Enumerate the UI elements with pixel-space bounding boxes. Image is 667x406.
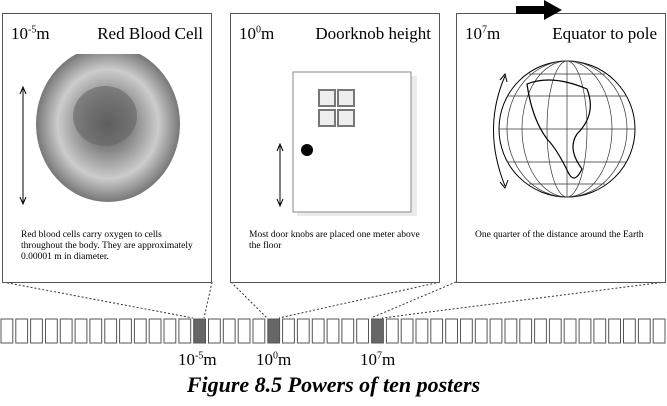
connector-line: [203, 281, 213, 319]
poster-scale: 100m: [239, 24, 275, 43]
strip-label: 10-5m: [178, 350, 217, 369]
strip-poster: [74, 318, 88, 344]
strip-poster: [356, 318, 370, 344]
poster-strip: [0, 318, 666, 344]
strip-poster: [400, 318, 414, 344]
poster-scale: 10-5m: [11, 24, 50, 43]
strip-poster: [296, 318, 310, 344]
strip-poster: [652, 318, 666, 344]
connector-lines: [2, 281, 666, 319]
strip-poster-highlighted: [267, 318, 281, 344]
connector-line: [370, 281, 457, 319]
strip-poster: [460, 318, 473, 344]
strip-poster: [489, 318, 503, 344]
strip-poster: [119, 318, 132, 344]
strip-poster: [178, 318, 192, 344]
strip-poster: [104, 318, 118, 344]
poster-title: Doorknob height: [315, 24, 431, 43]
connector-line: [381, 281, 666, 319]
poster-red-blood-cell: 10-5m Red Blood Cell Red blood cells car…: [2, 13, 212, 283]
connector-line: [230, 281, 268, 319]
poster-title: Equator to pole: [552, 24, 657, 43]
poster-description: Most door knobs are placed one meter abo…: [249, 230, 420, 251]
poster-scale: 107m: [465, 24, 501, 43]
strip-poster: [252, 318, 266, 344]
strip-poster: [326, 318, 340, 344]
poster-description: One quarter of the distance around the E…: [475, 230, 644, 240]
strip-poster: [578, 318, 592, 344]
doorknob: [301, 144, 313, 156]
strip-label: 107m: [360, 350, 396, 369]
connector-line: [278, 281, 441, 319]
strip-poster: [430, 318, 444, 344]
strip-poster: [208, 318, 221, 344]
strip-poster: [30, 318, 43, 344]
red-blood-cell-image: [19, 54, 180, 206]
poster-doorknob: 100m Doorknob height Most door knobs are…: [230, 13, 440, 283]
strip-poster: [548, 318, 562, 344]
strip-poster: [59, 318, 73, 344]
strip-poster: [504, 318, 518, 344]
strip-poster: [341, 318, 355, 344]
strip-poster: [311, 318, 325, 344]
door-image: [276, 71, 417, 216]
strip-poster: [133, 318, 147, 344]
strip-poster: [563, 318, 577, 344]
strip-label: 100m: [256, 350, 292, 369]
connector-line: [2, 281, 194, 319]
strip-poster-highlighted: [371, 318, 384, 344]
curved-arrow-icon: [493, 72, 509, 189]
scale-arrow-icon: [19, 85, 27, 206]
strip-poster: [519, 318, 533, 344]
strip-poster: [474, 318, 488, 344]
globe-image: [493, 60, 636, 198]
strip-poster: [637, 318, 651, 344]
figure-caption: Figure 8.5 Powers of ten posters: [186, 372, 481, 397]
strip-poster-highlighted: [193, 318, 206, 344]
strip-poster: [0, 318, 14, 344]
strip-poster: [89, 318, 103, 344]
strip-poster: [45, 318, 58, 344]
strip-poster: [445, 318, 459, 344]
strip-poster: [608, 318, 622, 344]
right-arrow-icon: [516, 0, 562, 20]
scale-arrow-icon: [276, 142, 284, 208]
strip-poster: [237, 318, 251, 344]
strip-poster: [534, 318, 547, 344]
strip-poster: [222, 318, 236, 344]
strip-poster: [15, 318, 29, 344]
strip-poster: [593, 318, 607, 344]
poster-equator-to-pole: 107m Equator to pole One quarter of the …: [456, 13, 666, 283]
strip-poster: [415, 318, 429, 344]
strip-poster: [163, 318, 177, 344]
strip-poster: [385, 318, 399, 344]
strip-poster: [623, 318, 636, 344]
poster-title: Red Blood Cell: [97, 24, 203, 43]
poster-description: Red blood cells carry oxygen to cells th…: [21, 230, 193, 262]
strip-poster: [148, 318, 162, 344]
strip-poster: [282, 318, 295, 344]
